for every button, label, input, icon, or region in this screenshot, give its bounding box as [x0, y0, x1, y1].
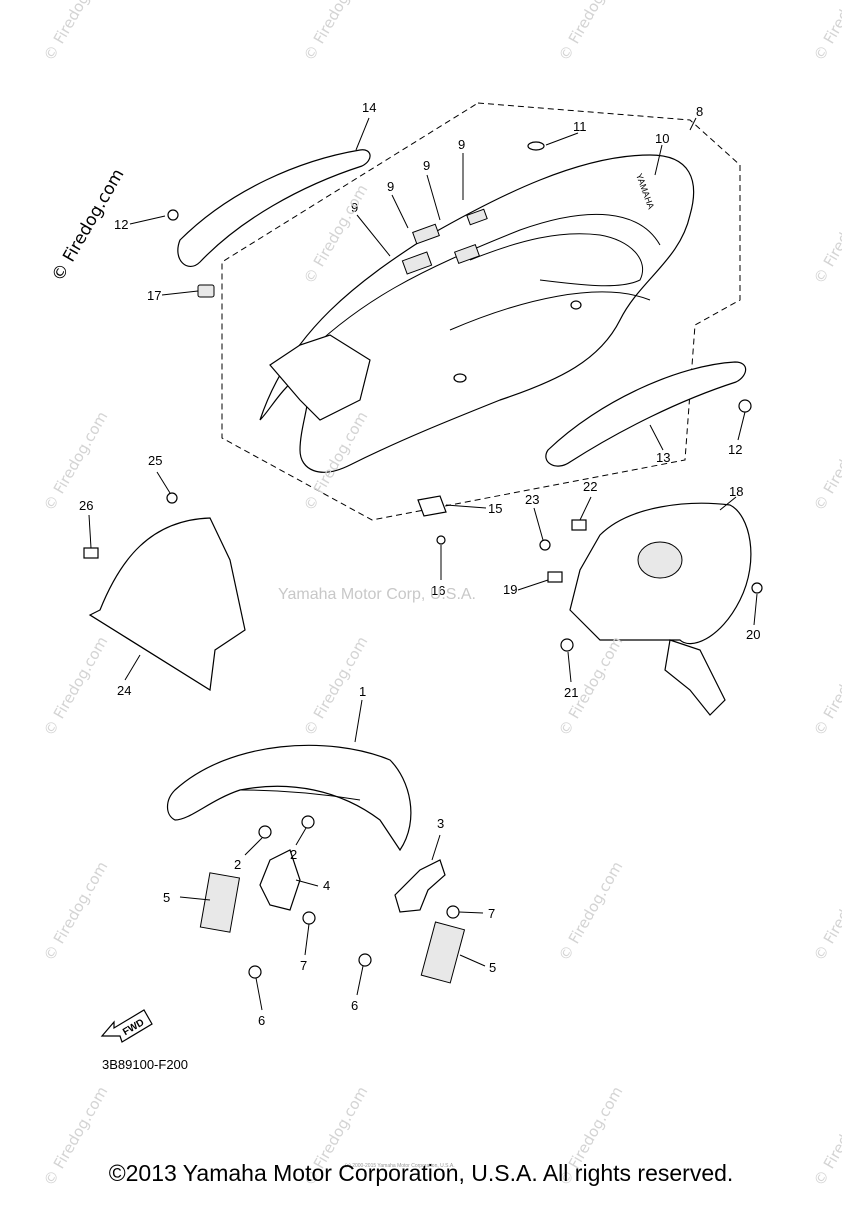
callout-9a: 9 [458, 137, 465, 152]
callout-19: 19 [503, 582, 517, 597]
callout-7a: 7 [300, 958, 307, 973]
bolt-12-left [167, 209, 179, 221]
callout-2b: 2 [290, 847, 297, 862]
callout-20: 20 [746, 627, 760, 642]
callout-1: 1 [359, 684, 366, 699]
callout-6a: 6 [258, 1013, 265, 1028]
reflector-5-left [199, 872, 241, 933]
small-print: (c) 2000-2015 Yamaha Motor Corporation, … [345, 1163, 455, 1169]
callout-25: 25 [148, 453, 162, 468]
screw-23 [539, 539, 551, 551]
callout-9d: 9 [351, 200, 358, 215]
stay-3 [394, 859, 446, 913]
fwd-arrow-icon: FWD [100, 1009, 153, 1043]
callout-5a: 5 [163, 890, 170, 905]
nut-6-right [358, 953, 372, 967]
part-19 [547, 571, 563, 583]
bolt-12-right [738, 399, 752, 413]
rivet-25 [166, 492, 178, 504]
license-bracket [664, 639, 726, 716]
callout-23: 23 [525, 492, 539, 507]
callout-2a: 2 [234, 857, 241, 872]
copyright-notice: ©2013 Yamaha Motor Corporation, U.S.A. A… [108, 1160, 734, 1186]
callout-8: 8 [696, 104, 703, 119]
callout-26: 26 [79, 498, 93, 513]
callout-9b: 9 [423, 158, 430, 173]
nut-6-left [248, 965, 262, 979]
screw-16 [436, 535, 446, 545]
nut-7-right [446, 905, 460, 919]
callout-labels: 1 2 2 3 4 5 5 6 6 7 7 8 9 9 9 9 10 11 12… [79, 100, 760, 1028]
callout-7b: 7 [488, 906, 495, 921]
callout-14: 14 [362, 100, 376, 115]
center-watermark: Yamaha Motor Corp, U.S.A. [278, 586, 476, 603]
callout-21: 21 [564, 685, 578, 700]
callout-12a: 12 [114, 217, 128, 232]
callout-13: 13 [656, 450, 670, 465]
bolt-21 [560, 638, 574, 652]
part-17 [197, 284, 215, 298]
callout-24: 24 [117, 683, 131, 698]
side-rail-14 [177, 149, 371, 268]
bolt-2-left [258, 825, 272, 839]
part-22 [571, 519, 587, 531]
washer-11 [527, 141, 545, 151]
front-fender-1 [166, 744, 412, 852]
diagram-code: 3B89100-F200 [102, 1057, 189, 1072]
callout-6b: 6 [351, 998, 358, 1013]
callout-15: 15 [488, 501, 502, 516]
bolt-2-right [301, 815, 315, 829]
bolt-20 [751, 582, 763, 594]
side-rail-13 [545, 361, 747, 467]
callout-3: 3 [437, 816, 444, 831]
callout-16: 16 [431, 583, 445, 598]
fwd-arrow: FWD [100, 1004, 160, 1049]
stay-4 [259, 849, 301, 911]
clip-26 [83, 547, 99, 559]
callout-22: 22 [583, 479, 597, 494]
callout-4: 4 [323, 878, 330, 893]
inner-fender-24 [88, 517, 246, 692]
callout-17: 17 [147, 288, 161, 303]
callout-9c: 9 [387, 179, 394, 194]
clamp-15 [417, 495, 447, 517]
leader-lines [88, 117, 758, 1011]
callout-5b: 5 [489, 960, 496, 975]
rear-bracket [269, 334, 371, 421]
callout-12b: 12 [728, 442, 742, 457]
callout-10: 10 [655, 131, 669, 146]
nut-7-left [302, 911, 316, 925]
callout-18: 18 [729, 484, 743, 499]
reflector-5-right [420, 921, 466, 984]
callout-11: 11 [573, 119, 587, 134]
